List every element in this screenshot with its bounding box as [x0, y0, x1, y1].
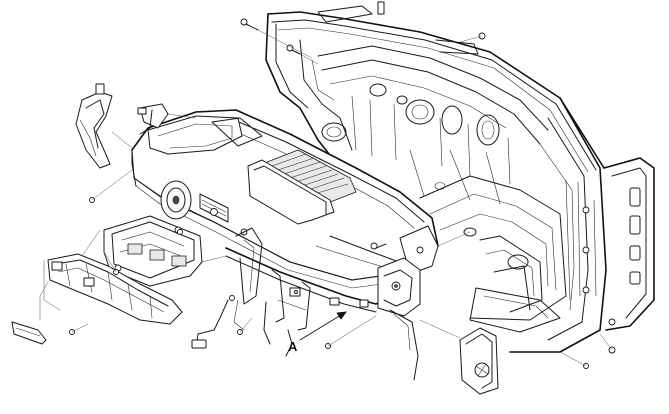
bolt	[177, 229, 183, 235]
leader-lines	[39, 29, 613, 367]
body-shell	[265, 1, 655, 353]
bolt	[229, 295, 235, 301]
duct	[47, 253, 183, 325]
crash-pad	[131, 109, 439, 289]
kick-panel	[459, 327, 499, 395]
callout-label-a: A	[288, 339, 298, 354]
cowl-cross-bar	[191, 227, 421, 381]
bolt	[286, 44, 301, 55]
side-cover	[75, 83, 113, 169]
bolt	[240, 18, 259, 31]
fasteners	[69, 18, 616, 369]
connector-upper	[137, 103, 169, 135]
trim	[11, 321, 47, 345]
bolt	[370, 242, 387, 250]
callout-arrow-a	[299, 311, 347, 341]
